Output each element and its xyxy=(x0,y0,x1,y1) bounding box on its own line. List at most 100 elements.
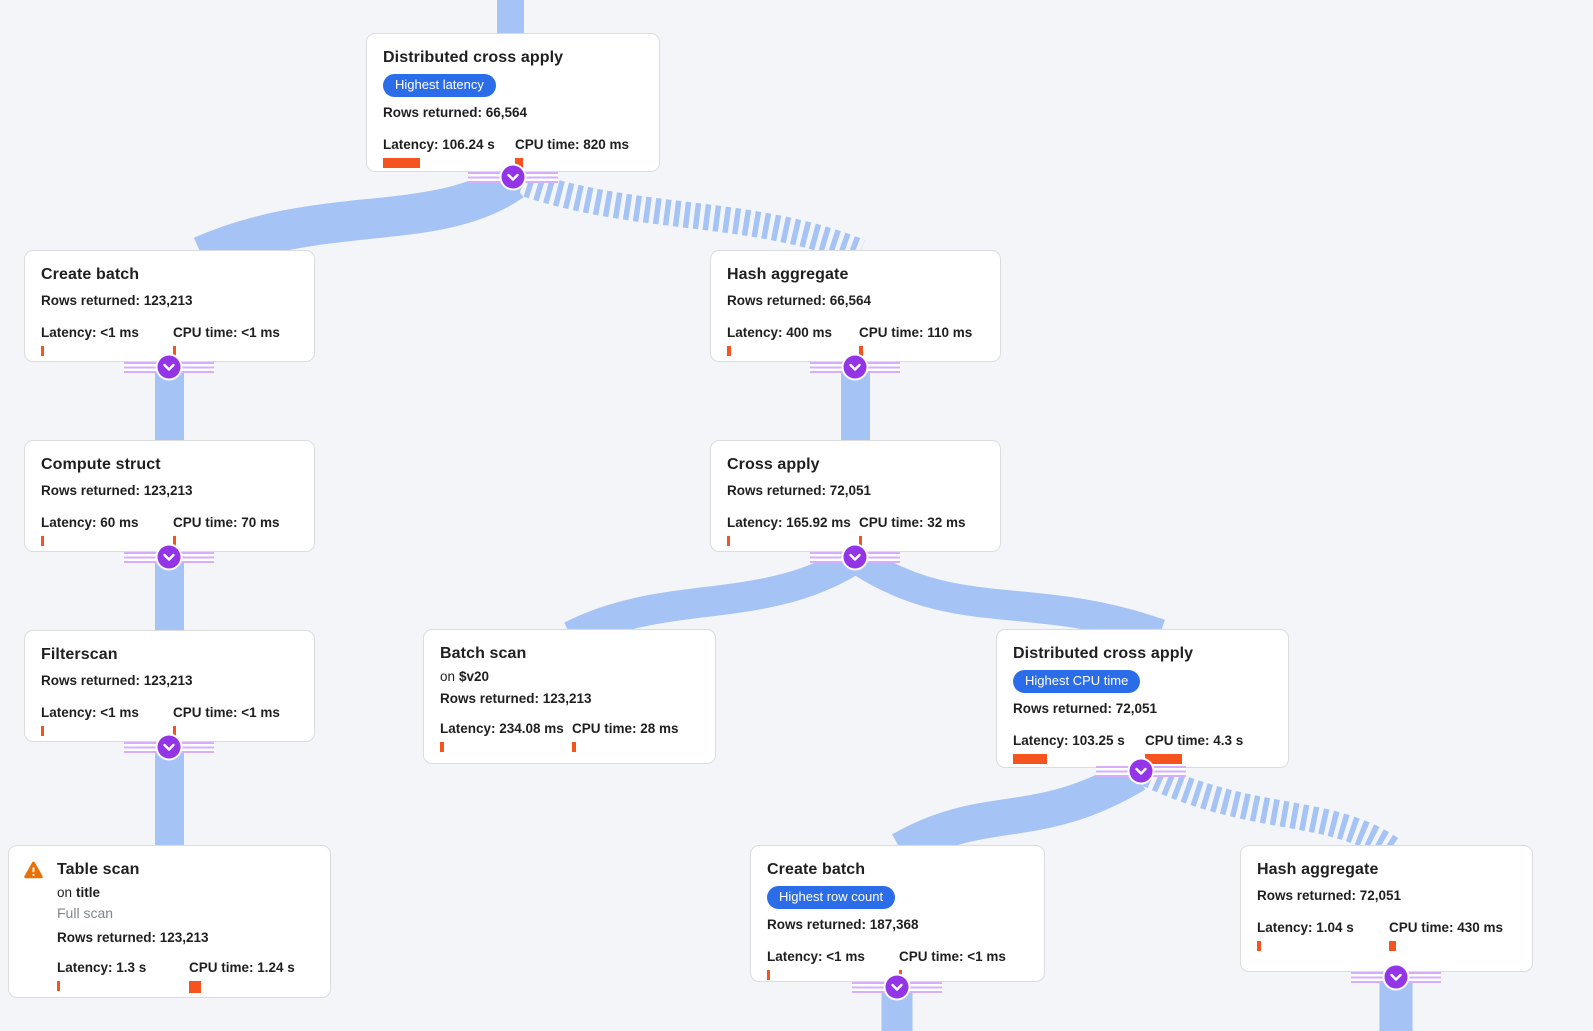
node-title: Batch scan xyxy=(440,645,527,662)
latency-label: Latency: 103.25 s xyxy=(1013,733,1125,748)
node-hash-aggregate-top[interactable]: Hash aggregate Rows returned: 66,564 Lat… xyxy=(710,250,1001,362)
collapse-connector-hash-aggregate-bottom xyxy=(1351,965,1441,989)
rows-returned: Rows returned: 123,213 xyxy=(41,293,193,308)
node-distributed-cross-apply-right[interactable]: Distributed cross apply Highest CPU time… xyxy=(996,629,1289,768)
full-scan-note: Full scan xyxy=(57,905,114,921)
edge-crossapply-to-dcaright xyxy=(851,548,1165,649)
cpu-time-label: CPU time: 32 ms xyxy=(859,515,966,530)
node-hash-aggregate-bottom[interactable]: Hash aggregate Rows returned: 72,051 Lat… xyxy=(1240,845,1533,972)
chevron-down-icon[interactable] xyxy=(843,355,867,379)
chevron-down-icon[interactable] xyxy=(1384,965,1408,989)
chevron-down-icon[interactable] xyxy=(843,545,867,569)
node-filterscan[interactable]: Filterscan Rows returned: 123,213 Latenc… xyxy=(24,630,315,742)
collapse-connector-cross-apply xyxy=(810,545,900,569)
node-create-batch-bottom[interactable]: Create batch Highest row count Rows retu… xyxy=(750,845,1045,982)
cpu-time-label: CPU time: <1 ms xyxy=(173,325,280,340)
cpu-time-label: CPU time: 1.24 s xyxy=(189,960,295,975)
cpu-time-bar xyxy=(173,536,176,546)
scan-target: on$v20 xyxy=(440,668,699,686)
rows-returned: Rows returned: 123,213 xyxy=(41,483,193,498)
latency-label: Latency: 60 ms xyxy=(41,515,139,530)
metrics-row: Latency: 106.24 s CPU time: 820 ms xyxy=(383,136,643,168)
latency-bar xyxy=(1013,754,1047,764)
metrics-row: Latency: 234.08 ms CPU time: 28 ms xyxy=(440,720,699,752)
node-title: Hash aggregate xyxy=(1257,861,1379,878)
edge-crossapply-to-batchscan xyxy=(564,548,859,650)
cpu-time-label: CPU time: 110 ms xyxy=(859,325,973,340)
chevron-down-icon[interactable] xyxy=(157,545,181,569)
cpu-time-bar xyxy=(859,536,862,546)
latency-label: Latency: 400 ms xyxy=(727,325,833,340)
latency-bar xyxy=(41,346,44,356)
latency-bar xyxy=(767,970,770,980)
rows-returned: Rows returned: 72,051 xyxy=(1013,701,1158,716)
chevron-down-icon[interactable] xyxy=(157,355,181,379)
cpu-time-bar xyxy=(859,346,863,356)
node-title: Compute struct xyxy=(41,456,161,473)
metrics-row: Latency: 1.3 s CPU time: 1.24 s xyxy=(57,959,314,993)
chevron-down-icon[interactable] xyxy=(157,735,181,759)
rows-returned: Rows returned: 123,213 xyxy=(440,691,592,706)
metrics-row: Latency: <1 ms CPU time: <1 ms xyxy=(41,704,298,736)
latency-bar xyxy=(727,346,731,356)
latency-label: Latency: <1 ms xyxy=(767,949,865,964)
node-title: Hash aggregate xyxy=(727,266,849,283)
rows-returned: Rows returned: 66,564 xyxy=(383,105,528,120)
node-title: Create batch xyxy=(41,266,140,283)
cpu-time-bar xyxy=(1145,754,1182,764)
cpu-time-bar xyxy=(173,726,176,736)
highest-row-count-badge: Highest row count xyxy=(767,886,896,909)
latency-label: Latency: 1.3 s xyxy=(57,960,147,975)
latency-bar xyxy=(41,536,44,546)
cpu-time-label: CPU time: 4.3 s xyxy=(1145,733,1244,748)
node-create-batch-left[interactable]: Create batch Rows returned: 123,213 Late… xyxy=(24,250,315,362)
highest-latency-badge: Highest latency xyxy=(383,74,496,97)
cpu-time-label: CPU time: <1 ms xyxy=(173,705,280,720)
edge-dcaright-to-hashagg-remote xyxy=(1142,762,1402,862)
latency-bar xyxy=(41,726,44,736)
on-value: $v20 xyxy=(459,669,490,684)
on-value: title xyxy=(76,885,101,900)
latency-label: Latency: 106.24 s xyxy=(383,137,495,152)
rows-returned: Rows returned: 66,564 xyxy=(727,293,872,308)
cpu-time-label: CPU time: 820 ms xyxy=(515,137,630,152)
edge-topdca-to-hashagg-remote xyxy=(513,168,865,265)
node-cross-apply[interactable]: Cross apply Rows returned: 72,051 Latenc… xyxy=(710,440,1001,552)
cpu-time-label: CPU time: 28 ms xyxy=(572,721,679,736)
collapse-connector-filterscan xyxy=(124,735,214,759)
chevron-down-icon[interactable] xyxy=(501,165,525,189)
chevron-down-icon[interactable] xyxy=(885,975,909,999)
cpu-time-label: CPU time: 70 ms xyxy=(173,515,280,530)
metrics-row: Latency: <1 ms CPU time: <1 ms xyxy=(767,948,1028,980)
collapse-connector-hash-aggregate-top xyxy=(810,355,900,379)
latency-bar xyxy=(1257,941,1261,951)
latency-label: Latency: <1 ms xyxy=(41,705,139,720)
latency-label: Latency: 165.92 ms xyxy=(727,515,851,530)
node-compute-struct[interactable]: Compute struct Rows returned: 123,213 La… xyxy=(24,440,315,552)
node-batch-scan[interactable]: Batch scan on$v20 Rows returned: 123,213… xyxy=(423,629,716,764)
collapse-connector-create-batch-left xyxy=(124,355,214,379)
warning-icon xyxy=(23,859,45,993)
cpu-time-bar xyxy=(173,346,176,356)
latency-label: Latency: 1.04 s xyxy=(1257,920,1354,935)
node-title: Filterscan xyxy=(41,646,118,663)
collapse-connector-compute-struct xyxy=(124,545,214,569)
rows-returned: Rows returned: 123,213 xyxy=(57,930,209,945)
latency-label: Latency: <1 ms xyxy=(41,325,139,340)
collapse-connector-create-batch-bottom xyxy=(852,975,942,999)
metrics-row: Latency: <1 ms CPU time: <1 ms xyxy=(41,324,298,356)
latency-bar xyxy=(383,158,420,168)
chevron-down-icon[interactable] xyxy=(1129,759,1153,783)
cpu-time-bar xyxy=(572,742,576,752)
cpu-time-bar xyxy=(1389,941,1396,951)
node-distributed-cross-apply-top[interactable]: Distributed cross apply Highest latency … xyxy=(366,33,660,172)
rows-returned: Rows returned: 123,213 xyxy=(41,673,193,688)
on-label: on xyxy=(440,669,456,684)
cpu-time-bar xyxy=(899,970,902,980)
edge-dcaright-to-createbatch xyxy=(892,758,1146,866)
cpu-time-label: CPU time: <1 ms xyxy=(899,949,1006,964)
rows-returned: Rows returned: 187,368 xyxy=(767,917,919,932)
